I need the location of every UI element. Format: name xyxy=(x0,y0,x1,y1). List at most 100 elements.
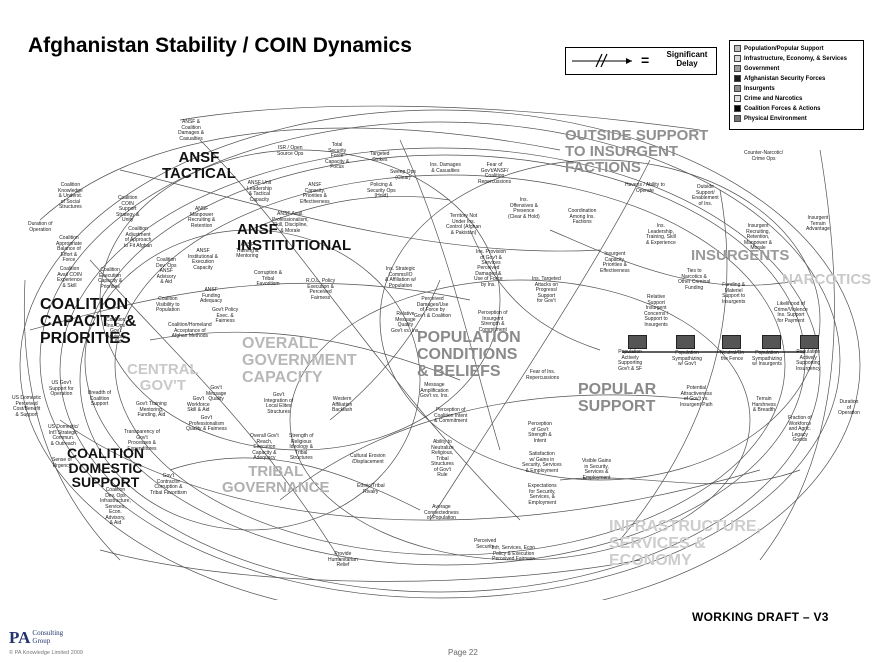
node-sense-urgency: Sense of Urgency xyxy=(52,457,72,469)
legend-label: Government xyxy=(744,66,780,73)
node-isr-open-source: ISR / Open Source Ops xyxy=(277,145,304,157)
node-expectations-security: Expectations for Security, Services, & E… xyxy=(528,483,557,506)
legend-item: Infrastructure, Economy, & Services xyxy=(734,55,847,63)
node-govt-workforce-skill: Gov't Workforce Skill & Aid xyxy=(187,396,210,413)
node-ins-offensives: Ins. Offensives & Presence (Clear & Hold… xyxy=(508,197,540,220)
node-relative-support: Relative Support Insurgent Concerns / Su… xyxy=(644,294,669,328)
node-perception-govt-strength: Perception of Gov't Strength & Intent xyxy=(528,421,552,444)
node-total-security-force: Total Security Force Capacity & Focus xyxy=(325,142,350,170)
node-us-domestic-intl: US Domestic/ Int'l Strategic Commun. & O… xyxy=(48,424,79,447)
node-coalition-appropriate: Coalition Appropriate Balance of Effort … xyxy=(56,235,82,263)
node-territory: Territory Not Under Ins. Control (Afghan… xyxy=(446,213,482,236)
section-insurgents: INSURGENTS xyxy=(691,247,790,264)
legend-label: Coalition Forces & Actions xyxy=(744,106,821,113)
node-coalition-coin: Coalition COIN Support Strategy & Unity xyxy=(116,195,140,223)
legend-label: Crime and Narcotics xyxy=(744,96,803,103)
legend-label: Insurgents xyxy=(744,86,775,93)
node-fraction-workforce: Fraction of Workforce and Agric. Legacy … xyxy=(788,415,812,443)
node-outside-support: Outside Support/ Enablement of Ins. xyxy=(692,184,719,207)
legend-item: Coalition Forces & Actions xyxy=(734,105,820,113)
node-potential-attractiveness: Potential Attractiveness of Gov't vs. In… xyxy=(680,385,713,408)
node-targeted-strikes: Targeted Strikes xyxy=(370,151,390,163)
node-funding-materiel: Funding & Materiel Support to Insurgents xyxy=(722,282,746,305)
working-draft-label: WORKING DRAFT – V3 xyxy=(692,610,829,624)
node-us-govt-support: US Gov't Support for Operation xyxy=(49,380,74,397)
node-coordination-factions: Coordination Among Ins. Factions xyxy=(568,208,597,225)
legend-swatch xyxy=(734,45,741,52)
node-ansf-professionalism: ANSF Avail. Professionalism, Skill, Disc… xyxy=(272,211,309,234)
node-coalition-avail: Coalition Avail COIN Experience & Skill xyxy=(57,266,83,289)
node-ins-damages: Ins. Damages & Casualties xyxy=(430,162,461,174)
node-likelihood-crime: Likelihood of Crime/Violence Ins. Suppor… xyxy=(774,301,808,324)
node-ansf-capacity: ANSF Capacity, Priorities & Effectivenes… xyxy=(300,182,330,205)
node-govt-integration: Gov't Integration of Local Elites Struct… xyxy=(264,392,294,415)
legend-swatch xyxy=(734,85,741,92)
node-provide-humanitarian: Provide Humanitarian Relief xyxy=(328,551,358,568)
node-ansf-funding: ANSF Funding Adequacy xyxy=(200,287,223,304)
node-insurgent-recruiting: Insurgent Recruiting, Retention, Manpowe… xyxy=(744,223,773,251)
copyright: © PA Knowledge Limited 2009 xyxy=(9,650,83,656)
node-govt-policy-fairness: Gov't Policy Exec. & Fairness xyxy=(212,307,239,324)
legend-item: Government xyxy=(734,65,779,73)
causal-loop-diagram xyxy=(19,105,861,600)
node-pop-sympathize-govt: Population Sympathizing w/ Gov't xyxy=(672,350,703,367)
delay-equals: = xyxy=(641,52,650,68)
node-fear-ins-repercussions: Fear of Ins. Repercussions xyxy=(526,369,560,381)
node-havens: Havens / Ability to Operate xyxy=(625,182,665,194)
stock-box-2 xyxy=(676,335,695,349)
node-visible-gains: Visible Gains in Security, Services & Em… xyxy=(582,458,612,481)
node-coalition-dev-ops: Coalition Dev. Ops ANSF Advisory & Aid xyxy=(156,257,177,285)
node-govt-message-quality: Gov't Message Quality xyxy=(206,385,227,402)
node-terrain-harshness: Terrain Harshness & Breadth xyxy=(752,396,776,413)
node-perception-ins-strength: Perception of Insurgent Strength & Commi… xyxy=(478,310,508,333)
legend-swatch xyxy=(734,95,741,102)
logo-mark: PA xyxy=(9,628,31,647)
node-corruption-tribal: Corruption & Tribal Favoritism xyxy=(254,270,283,287)
legend-item: Population/Popular Support xyxy=(734,45,824,53)
node-coalition-adjustment: Coalition Adjustment of Approach to Fit … xyxy=(124,226,153,249)
node-sweep-ops: Sweep Ops (Clear) xyxy=(390,169,416,181)
legend-swatch xyxy=(734,65,741,72)
legend-item: Afghanistan Security Forces xyxy=(734,75,825,83)
node-ability-neutralize: Ability to Neutralize Religious, Tribal … xyxy=(431,439,454,478)
node-perceived-security: Perceived Security xyxy=(474,538,497,550)
legend-swatch xyxy=(734,105,741,112)
node-western-affiliation: Western Affiliation Backlash xyxy=(332,396,353,413)
node-transparency-govt: Transparency of Gov't Processes & Expend… xyxy=(124,429,160,452)
node-coalition-dev-infra: Coalition Dev. Ops Infrastructure, Servi… xyxy=(100,487,131,526)
node-duration-operation-right: Duration of Operation xyxy=(838,399,860,416)
section-narcotics: NARCOTICS xyxy=(782,271,872,288)
node-average-connectedness: Average Connectedness of Population xyxy=(424,504,459,521)
node-govt-professionalism: Gov't Professionalism Quality & Fairness xyxy=(186,415,227,432)
node-counter-narcotic: Counter-Narcotic/ Crime Ops xyxy=(744,150,784,162)
section-popular-support: POPULAR SUPPORT xyxy=(578,381,657,415)
node-fear-govt-ansf: Fear of Gov't/ANSF/ Coalition Repercussi… xyxy=(478,162,512,185)
legend-item: Crime and Narcotics xyxy=(734,95,802,103)
stock-box-4 xyxy=(762,335,781,349)
node-coalition-homeland: Coalition/Homeland Acceptance of Afghan … xyxy=(168,322,212,339)
legend-label: Physical Environment xyxy=(744,116,807,123)
node-relative-message: Relative Message Quality Gov't vs. Ins. xyxy=(391,311,420,334)
node-duration-operation-left: Duration of Operation xyxy=(28,221,53,233)
section-central-govt: CENTRAL GOV'T xyxy=(127,361,199,394)
node-pop-sympathize-ins: Population Sympathizing w/ Insurgents xyxy=(752,350,783,367)
node-insurgent-capacity: Insurgent Capacity, Priorities & Effecti… xyxy=(600,251,630,274)
node-neutral-fence: Neutral/On the Fence xyxy=(720,350,745,362)
node-ties-narcotics: Ties to Narcotics & Other Criminal Fundi… xyxy=(678,268,711,291)
double-hash-arrow-icon xyxy=(572,53,632,68)
node-rol-policy: R.O.L. Policy Execution & Perceived Fair… xyxy=(306,278,336,301)
node-overall-govt-reach: Overall Gov't Reach, Execution Capacity … xyxy=(250,433,279,461)
page-number: Page 22 xyxy=(448,648,478,657)
node-ins-leadership: Ins. Leadership, Training, Skill & Exper… xyxy=(646,223,676,246)
node-satisfaction-gains: Satisfaction w/ Gains in Security, Servi… xyxy=(522,451,562,474)
node-pop-active-govt: Population Actively Supporting Gov't & S… xyxy=(618,349,643,372)
node-govt-training-mentoring: Gov't Training Mentoring, Funding, Aid xyxy=(136,401,167,418)
section-tribal-governance: TRIBAL GOVERNANCE xyxy=(222,463,330,496)
node-breadth-support: Breadth of Coalition Support xyxy=(88,390,112,407)
node-ansf-institutional-cap: ANSF Institutional & Execution Capacity xyxy=(188,248,219,271)
legend-label: Population/Popular Support xyxy=(744,46,824,53)
node-ansf-manpower: ANSF Manpower Recruiting & Retention xyxy=(188,206,216,229)
section-overall-government: OVERALL GOVERNMENT CAPACITY xyxy=(242,335,357,386)
